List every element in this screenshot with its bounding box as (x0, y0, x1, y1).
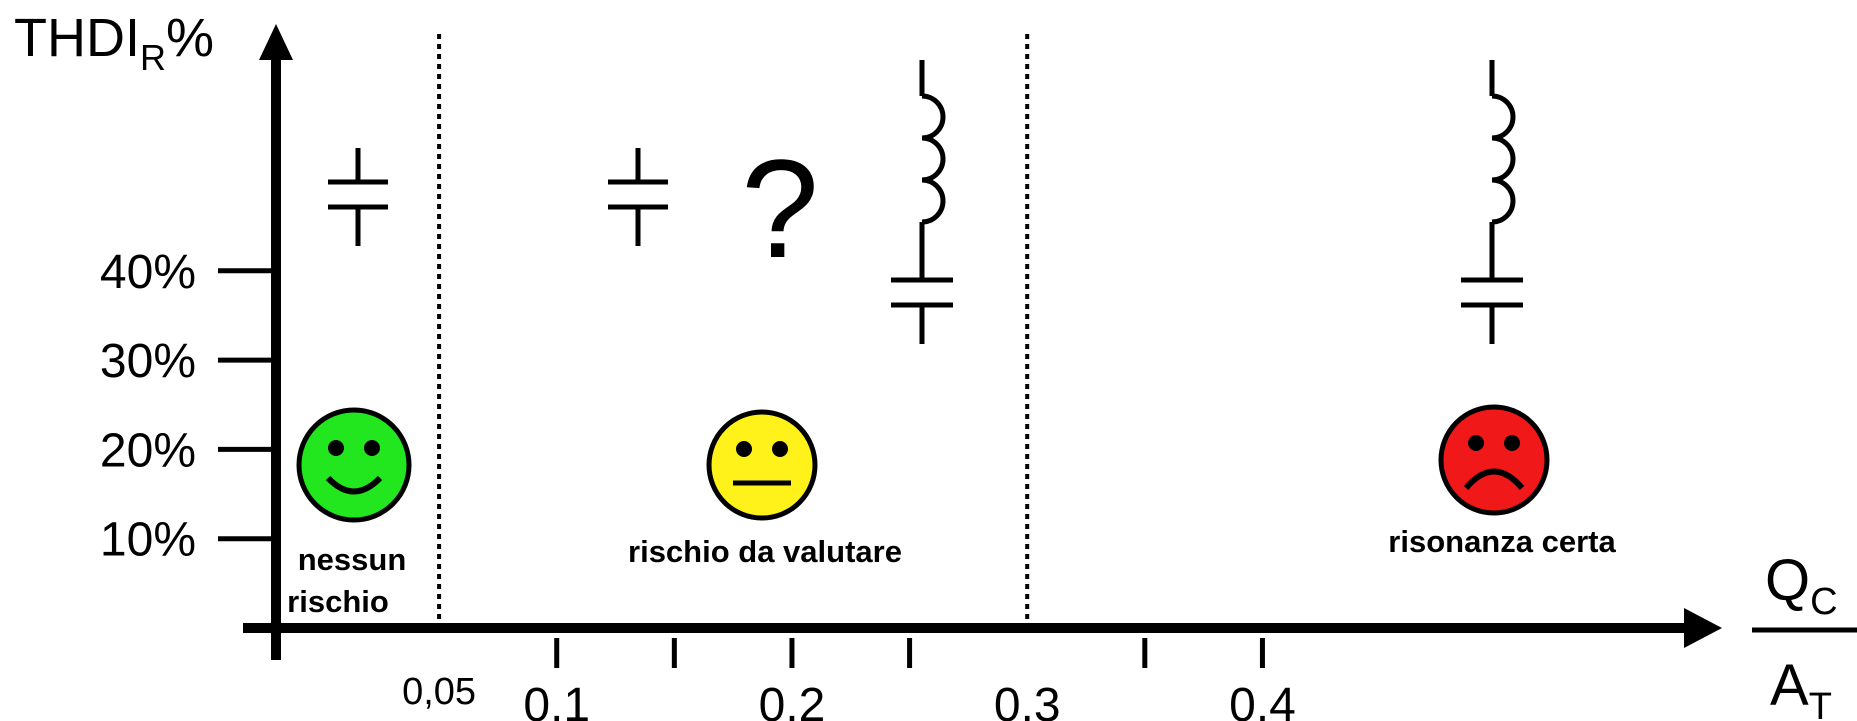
x-axis-title: QC AT (1752, 548, 1857, 721)
y-axis-arrowhead (259, 24, 293, 60)
y-tick-label: 20% (100, 424, 196, 477)
zone-label-no-risk-line1: nessun (298, 542, 407, 577)
zone-no-risk: nessun rischio (287, 148, 412, 619)
question-mark-icon: ? (741, 130, 819, 287)
x-tick-label: 0,1 (523, 679, 590, 721)
x-axis-numerator: QC (1765, 548, 1838, 623)
x-axis-arrowhead (1684, 608, 1722, 648)
capacitor-symbol (328, 148, 388, 246)
x-axis-denominator: AT (1770, 653, 1832, 721)
y-axis-ticks: 10% 20% 30% 40% (100, 246, 276, 567)
zone-label-risk-to-evaluate: rischio da valutare (628, 534, 902, 569)
zone-certain-resonance: risonanza certa (1388, 60, 1616, 559)
y-tick-label: 30% (100, 335, 196, 388)
detuned-filter-symbol (891, 60, 953, 344)
sad-face-icon (1438, 404, 1550, 516)
x-axis-ticks: 0,05 0,1 0,2 0,3 0,4 (402, 638, 1296, 721)
y-axis-title: THDIR% (14, 8, 214, 78)
y-tick-label: 40% (100, 246, 196, 299)
threshold-lines (437, 34, 1030, 623)
happy-face-icon (296, 407, 412, 523)
detuned-filter-symbol (1461, 60, 1523, 344)
y-tick-label: 10% (100, 514, 196, 567)
x-tick-label: 0,3 (994, 679, 1061, 721)
zone-label-certain-resonance: risonanza certa (1388, 524, 1616, 559)
zone-label-no-risk-line2: rischio (287, 584, 389, 619)
x-tick-label: 0,2 (759, 679, 826, 721)
x-tick-label: 0,4 (1229, 679, 1296, 721)
neutral-face-icon (706, 409, 818, 521)
x-tick-label: 0,05 (402, 671, 476, 713)
capacitor-symbol (608, 148, 668, 246)
zone-risk-to-evaluate: ? rischio da valutare (608, 60, 953, 569)
